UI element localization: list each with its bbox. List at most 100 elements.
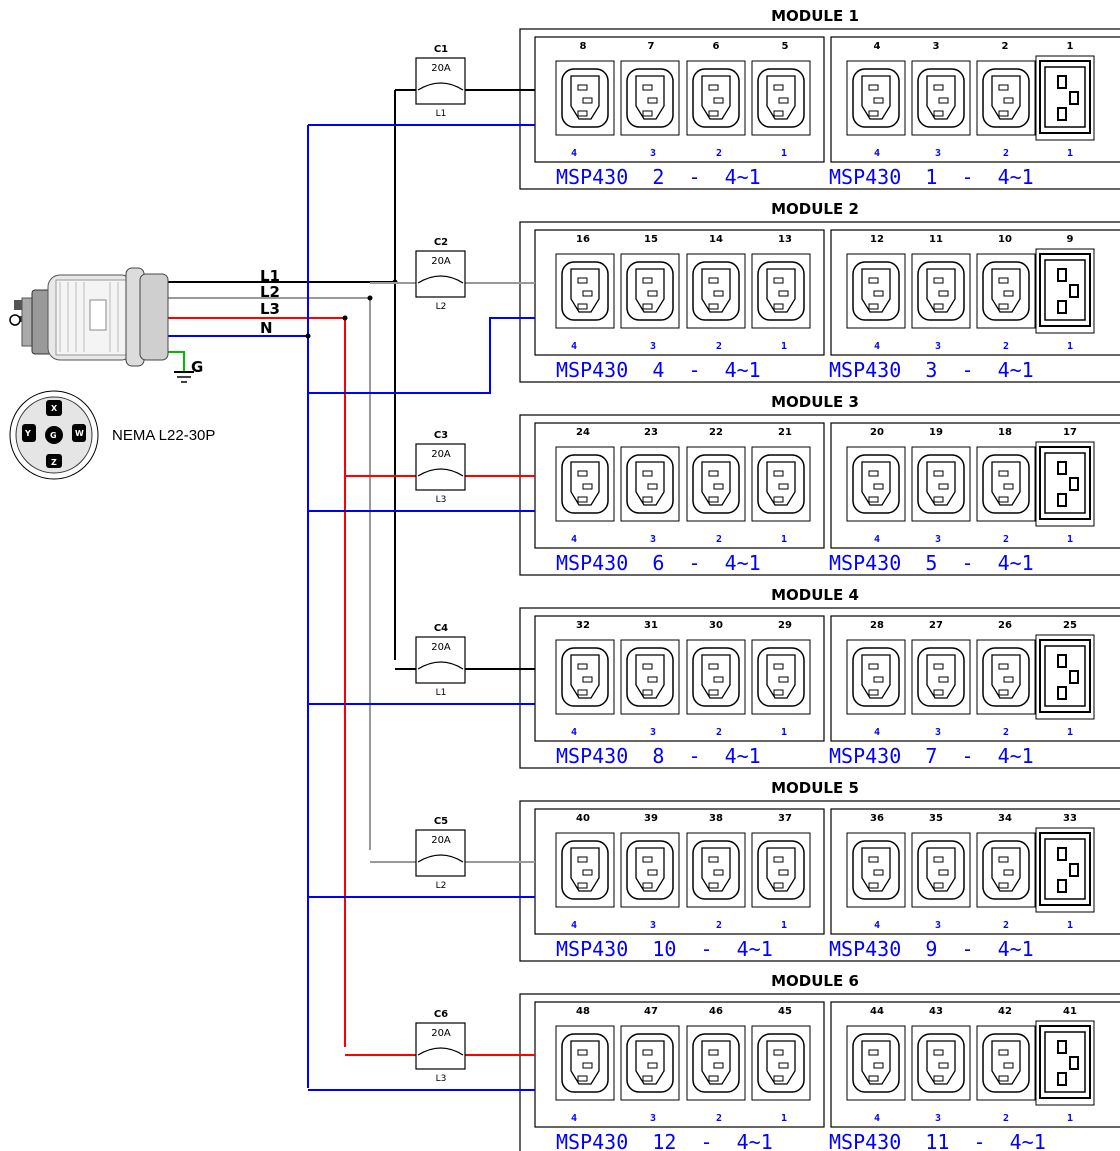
outlet-bank-left [534, 615, 825, 742]
outlet-bank-left [534, 808, 825, 935]
c13-outlet-icon [686, 639, 746, 715]
breaker-line-label: L3 [436, 1074, 447, 1084]
breaker-id: C6 [434, 1009, 448, 1020]
ground-wire [168, 351, 185, 372]
channel-number: 3 [935, 1113, 941, 1124]
c13-outlet-icon [846, 1025, 906, 1101]
outlet-bank-right [830, 808, 1120, 935]
channel-number: 1 [1067, 534, 1073, 545]
channel-number: 4 [874, 534, 880, 545]
msp-label-left: MSP430 2 - 4~1 [556, 165, 761, 189]
outlet-number: 24 [576, 427, 590, 438]
outlet-number: 15 [644, 234, 658, 245]
breaker-arc [417, 854, 464, 863]
pin-g: G [50, 431, 57, 440]
channel-number: 2 [716, 341, 722, 352]
outlet-number: 34 [998, 813, 1012, 824]
c19-outlet-icon [1035, 827, 1095, 913]
line-label-n: N [260, 319, 273, 337]
msp-label-left: MSP430 6 - 4~1 [556, 551, 761, 575]
channel-number: 1 [781, 148, 787, 159]
line-label-l2: L2 [260, 283, 280, 301]
outlet-bank-right [830, 422, 1120, 549]
channel-number: 3 [650, 920, 656, 931]
outlet-number: 26 [998, 620, 1012, 631]
outlet-bank-left [534, 36, 825, 163]
neutral-wire [308, 317, 535, 394]
channel-number: 4 [571, 341, 577, 352]
c13-outlet-icon [620, 60, 680, 136]
msp-label-left: MSP430 10 - 4~1 [556, 937, 773, 961]
outlet-number: 44 [870, 1006, 884, 1017]
outlet-number: 29 [778, 620, 792, 631]
outlet-bank-right [830, 36, 1120, 163]
outlet-number: 45 [778, 1006, 792, 1017]
msp-label-left: MSP430 12 - 4~1 [556, 1130, 773, 1151]
c13-outlet-icon [555, 832, 615, 908]
plug-icon [9, 267, 169, 367]
breaker-arc [417, 468, 464, 477]
outlet-number: 13 [778, 234, 792, 245]
c13-outlet-icon [620, 832, 680, 908]
channel-number: 1 [1067, 1113, 1073, 1124]
breaker-line-label: L3 [436, 495, 447, 505]
c13-outlet-icon [976, 60, 1036, 136]
channel-number: 3 [935, 534, 941, 545]
outlet-number: 35 [929, 813, 943, 824]
outlet-bank-right [830, 1001, 1120, 1128]
channel-number: 3 [650, 148, 656, 159]
outlet-number: 7 [648, 41, 655, 52]
outlet-number: 27 [929, 620, 943, 631]
channel-number: 4 [571, 1113, 577, 1124]
c13-outlet-icon [911, 446, 971, 522]
breaker-id: C5 [434, 816, 448, 827]
outlet-number: 10 [998, 234, 1012, 245]
breaker-box [415, 57, 466, 105]
outlet-number: 18 [998, 427, 1012, 438]
c13-outlet-icon [976, 1025, 1036, 1101]
channel-number: 2 [1003, 148, 1009, 159]
outlet-bank-left [534, 229, 825, 356]
channel-number: 3 [650, 341, 656, 352]
outlet-number: 48 [576, 1006, 590, 1017]
c13-outlet-icon [911, 639, 971, 715]
nema-plug-face-icon: X W Z Y G NEMA L22-30P [9, 390, 215, 480]
msp-label-right: MSP430 3 - 4~1 [829, 358, 1034, 382]
outlet-number: 4 [874, 41, 881, 52]
plug-label: NEMA L22-30P [112, 427, 215, 444]
breaker-line-label: L2 [436, 881, 447, 891]
c13-outlet-icon [686, 832, 746, 908]
c13-outlet-icon [555, 60, 615, 136]
module-title: MODULE 5 [771, 779, 859, 797]
channel-number: 2 [1003, 920, 1009, 931]
c13-outlet-icon [976, 446, 1036, 522]
channel-number: 2 [716, 920, 722, 931]
line-labels: L1 L2 L3 N G [191, 267, 280, 376]
module-title: MODULE 2 [771, 200, 859, 218]
outlet-number: 22 [709, 427, 723, 438]
outlet-number: 25 [1063, 620, 1077, 631]
msp-label-right: MSP430 1 - 4~1 [829, 165, 1034, 189]
c13-outlet-icon [911, 60, 971, 136]
module-title: MODULE 4 [771, 586, 859, 604]
c13-outlet-icon [846, 60, 906, 136]
outlet-number: 19 [929, 427, 943, 438]
c13-outlet-icon [686, 446, 746, 522]
breaker-rating: 20A [431, 1028, 451, 1039]
channel-number: 4 [874, 341, 880, 352]
c13-outlet-icon [620, 639, 680, 715]
c13-outlet-icon [976, 253, 1036, 329]
channel-number: 1 [1067, 727, 1073, 738]
c13-outlet-icon [976, 832, 1036, 908]
breaker-c6: C6 20A L3 [345, 1009, 535, 1084]
breaker-rating: 20A [431, 835, 451, 846]
c13-outlet-icon [911, 253, 971, 329]
outlet-number: 47 [644, 1006, 658, 1017]
incoming-feed-lines [168, 281, 395, 383]
line-label-l1: L1 [260, 267, 280, 285]
